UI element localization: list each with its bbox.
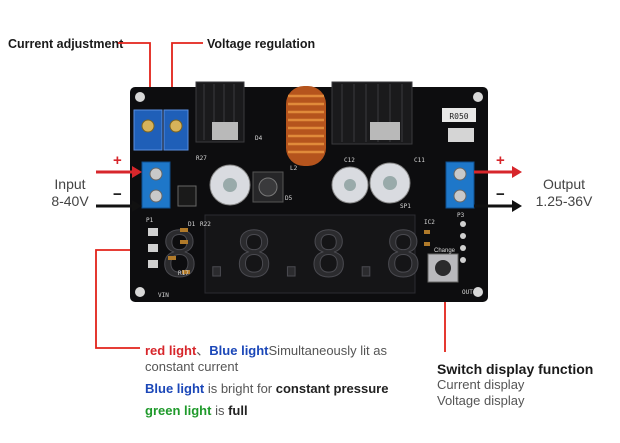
- input-minus-sign: −: [113, 186, 122, 203]
- input-label-group: Input 8-40V: [40, 176, 100, 210]
- mount-hole: [135, 287, 145, 297]
- full-text: full: [228, 403, 248, 418]
- output-minus-arrow: [474, 200, 522, 212]
- display-digits: 8.8.8.8.: [161, 218, 460, 291]
- change-switch-button: [427, 253, 459, 283]
- silk-r22: R22: [200, 221, 211, 228]
- output-plus-arrow: [474, 166, 522, 178]
- capacitor: [331, 166, 369, 204]
- mount-hole: [135, 92, 145, 102]
- silk-p3: P3: [457, 212, 465, 219]
- smd-component: [448, 128, 474, 142]
- indicator-callout-line: [95, 249, 140, 349]
- indicator-line-4: green light is full: [145, 403, 415, 419]
- voltage-display-text: Voltage display: [437, 393, 525, 408]
- voltage-pot-screw: [169, 119, 183, 133]
- silk-out: OUT: [462, 289, 473, 296]
- pin-header: [460, 221, 466, 263]
- voltage-regulation-label: Voltage regulation: [207, 37, 316, 51]
- silk-d5: D5: [285, 195, 293, 202]
- capacitor: [209, 164, 251, 206]
- silk-ic2: IC2: [424, 219, 435, 226]
- input-plus-sign: +: [113, 152, 122, 169]
- red-light-text: red light: [145, 343, 197, 358]
- indicator-notes: red light、Blue lightSimultaneously lit a…: [145, 343, 415, 419]
- output-minus-sign: −: [496, 186, 505, 203]
- toroid-inductor: [286, 86, 326, 166]
- blue-light-text-2: Blue light: [145, 381, 205, 396]
- switch-function-block: Switch display function Current display …: [437, 361, 612, 409]
- output-label-group: Output 1.25-36V: [528, 176, 600, 210]
- silk-l2: L2: [290, 165, 298, 172]
- silk-c11: C11: [414, 157, 425, 164]
- input-range: 8-40V: [51, 193, 89, 209]
- smd-parts: [168, 228, 430, 274]
- input-label: Input: [54, 176, 86, 192]
- silk-sp1: SP1: [400, 203, 411, 210]
- mount-hole: [473, 92, 483, 102]
- silk-p1: P1: [146, 217, 154, 224]
- output-terminal-block: [445, 161, 475, 209]
- indicator-line-1: red light、Blue lightSimultaneously lit a…: [145, 343, 415, 359]
- constant-pressure-text: constant pressure: [275, 381, 389, 396]
- output-label: Output: [542, 176, 586, 192]
- is-text: is: [211, 403, 229, 418]
- green-light-text: green light: [145, 403, 212, 418]
- output-plus-sign: +: [496, 152, 505, 169]
- regulator-chip-right: [370, 122, 400, 140]
- silk-vin: VIN: [158, 292, 169, 299]
- output-range: 1.25-36V: [535, 193, 593, 209]
- indicator-line-2: constant current: [145, 359, 239, 374]
- regulator-chip-left: [212, 122, 238, 140]
- blue-light-text: Blue light: [209, 343, 269, 358]
- shunt-resistor-label: R050: [449, 112, 468, 121]
- seven-segment-display: [204, 214, 416, 294]
- simultaneous-text: Simultaneously lit as: [268, 343, 388, 358]
- shunt-resistor: [442, 108, 476, 122]
- switch-function-title: Switch display function: [437, 361, 594, 377]
- silk-d1: D1: [188, 221, 196, 228]
- separator: 、: [196, 343, 210, 358]
- led-indicator: [148, 244, 158, 252]
- indicator-line-3: Blue light is bright for constant pressu…: [145, 381, 415, 397]
- current-adjustment-label: Current adjustment: [8, 37, 124, 51]
- mount-hole: [473, 287, 483, 297]
- led-indicator: [148, 228, 158, 236]
- current-display-text: Current display: [437, 377, 525, 392]
- jumper-header: [177, 185, 197, 207]
- led-indicator: [148, 260, 158, 268]
- input-terminal-block: [141, 161, 171, 209]
- silk-c12: C12: [344, 157, 355, 164]
- silk-d4: D4: [255, 135, 263, 142]
- current-pot-screw: [141, 119, 155, 133]
- silk-r27: R27: [196, 155, 207, 162]
- bright-text: is bright for: [204, 381, 276, 396]
- capacitor: [369, 162, 411, 204]
- input-minus-arrow: [96, 200, 142, 212]
- change-silk-label: Change: [434, 248, 456, 254]
- input-plus-arrow: [96, 166, 142, 178]
- silk-r17: R17: [178, 270, 189, 277]
